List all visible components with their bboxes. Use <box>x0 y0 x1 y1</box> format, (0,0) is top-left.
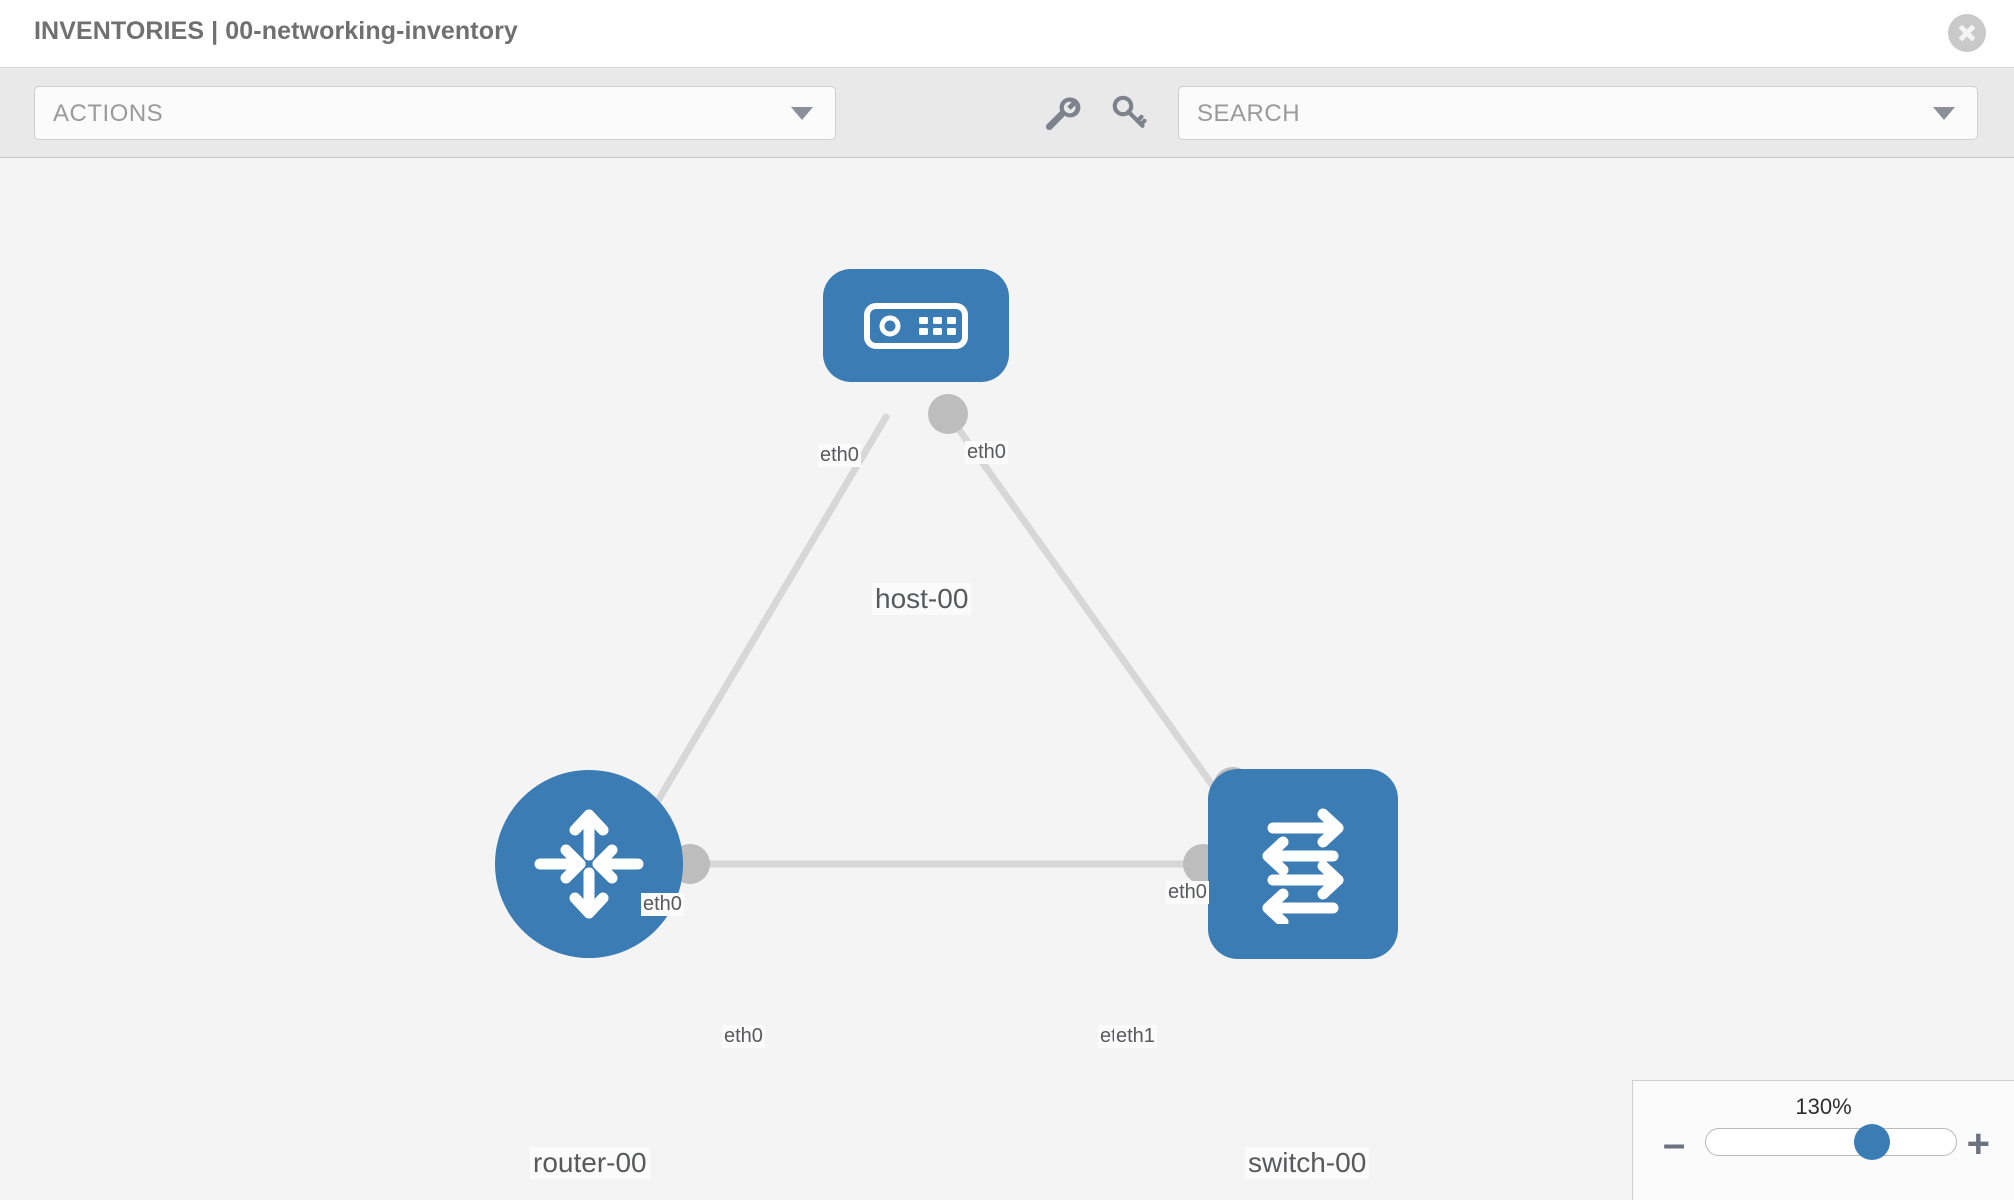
node-router-00-shape[interactable] <box>495 770 683 958</box>
zoom-slider-track[interactable] <box>1705 1124 1957 1160</box>
close-icon[interactable] <box>1948 14 1986 52</box>
topology-links <box>636 413 1249 868</box>
node-switch-00-shape[interactable] <box>1208 769 1398 959</box>
search-placeholder: SEARCH <box>1197 100 1301 127</box>
actions-dropdown[interactable]: ACTIONS <box>34 86 836 140</box>
zoom-out-button[interactable]: – <box>1663 1122 1686 1166</box>
iface-label-eth0-router-right: eth0 <box>722 1025 765 1048</box>
node-label-switch-00: switch-00 <box>1245 1147 1370 1179</box>
node-label-router-00: router-00 <box>530 1147 650 1179</box>
link-host-router <box>636 413 890 835</box>
iface-label-eth1-switch-left: eth1 <box>1114 1025 1157 1048</box>
router-arrows-icon <box>534 809 644 919</box>
page-header: INVENTORIES | 00-networking-inventory <box>0 0 2014 68</box>
iface-label-eth0-switch-upper: eth0 <box>1166 881 1209 904</box>
wrench-icon[interactable] <box>1040 92 1082 134</box>
zoom-control: 130% – + <box>1632 1080 2014 1200</box>
search-input[interactable]: SEARCH <box>1178 86 1978 140</box>
node-host-00-shape[interactable] <box>823 269 1009 382</box>
iface-label-eth0-host-left: eth0 <box>818 444 861 467</box>
chevron-down-icon <box>791 107 813 120</box>
toolbar: ACTIONS SEARCH <box>0 68 2014 158</box>
page-title: INVENTORIES | 00-networking-inventory <box>34 17 518 45</box>
actions-dropdown-label: ACTIONS <box>53 100 164 127</box>
link-host-switch <box>946 413 1249 835</box>
node-label-host-00: host-00 <box>872 583 972 615</box>
zoom-slider-thumb[interactable] <box>1854 1124 1891 1160</box>
search-chevron-down-icon[interactable] <box>1933 107 1955 120</box>
iface-nub-host-right[interactable] <box>928 394 968 434</box>
iface-label-eth0-router-upper: eth0 <box>641 893 684 916</box>
zoom-level-value: 130% <box>1795 1094 1852 1119</box>
topology-canvas[interactable]: eth0 eth0 eth0 eth0 eth0 eth eth1 host-0… <box>0 159 2014 1200</box>
server-appliance-icon <box>864 302 968 349</box>
iface-label-eth0-host-right: eth0 <box>965 441 1008 464</box>
zoom-in-button[interactable]: + <box>1966 1122 1990 1166</box>
switch-arrows-icon <box>1262 808 1344 924</box>
key-icon[interactable] <box>1108 92 1150 134</box>
